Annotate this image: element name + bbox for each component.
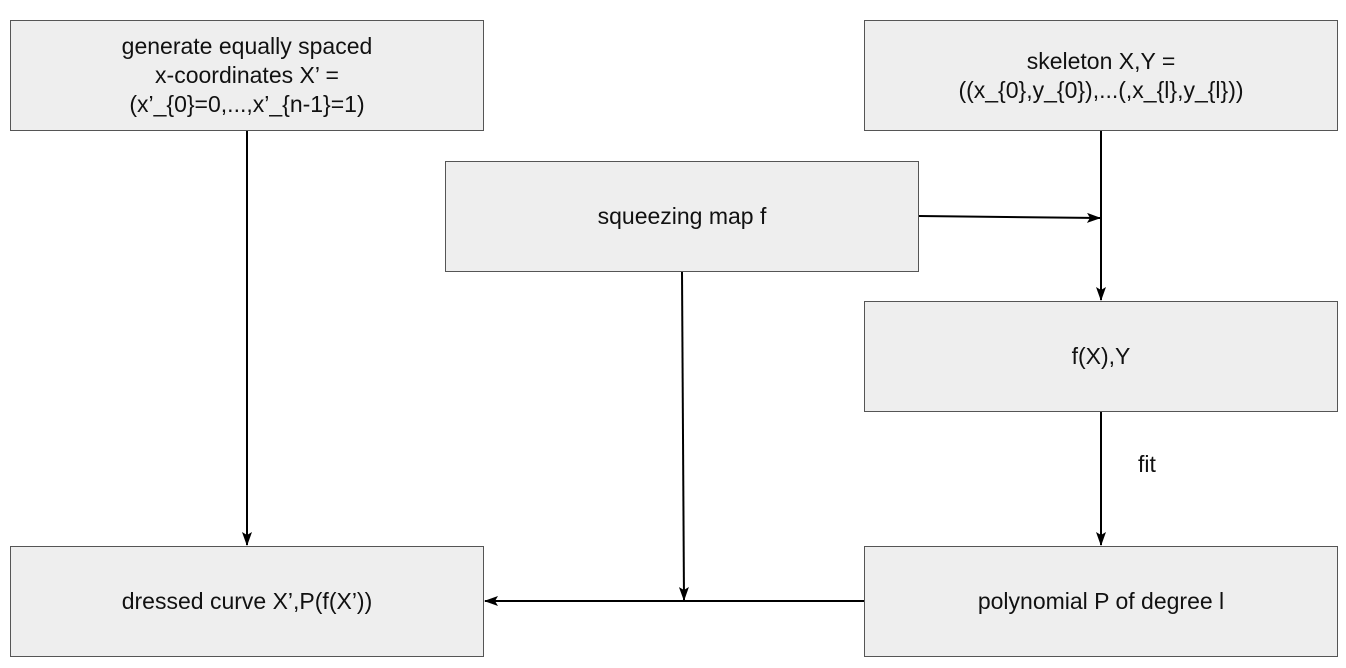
node-fx-y: f(X),Y: [864, 301, 1338, 412]
edge-squeeze-to-skeleton-line: [918, 212, 1101, 223]
node-polynomial: polynomial P of degree l: [864, 546, 1338, 657]
node-dressed-curve-label: dressed curve X’,P(f(X’)): [121, 588, 373, 614]
node-dressed-curve: dressed curve X’,P(f(X’)): [10, 546, 484, 657]
node-polynomial-label: polynomial P of degree l: [977, 588, 1225, 614]
node-squeezing-map: squeezing map f: [445, 161, 919, 272]
node-fx-y-label: f(X),Y: [1071, 343, 1131, 369]
node-skeleton-label: skeleton X,Y = ((x_{0},y_{0}),...(,x_{l}…: [958, 47, 1244, 103]
node-generate-label: generate equally spaced x-coordinates X’…: [121, 33, 373, 117]
edge-label-fit: fit: [1138, 451, 1156, 477]
node-skeleton: skeleton X,Y = ((x_{0},y_{0}),...(,x_{l}…: [864, 20, 1338, 131]
node-squeezing-map-label: squeezing map f: [597, 203, 767, 229]
node-generate-x-coordinates: generate equally spaced x-coordinates X’…: [10, 20, 484, 131]
edge-squeeze-to-dressed-line: [678, 271, 689, 601]
